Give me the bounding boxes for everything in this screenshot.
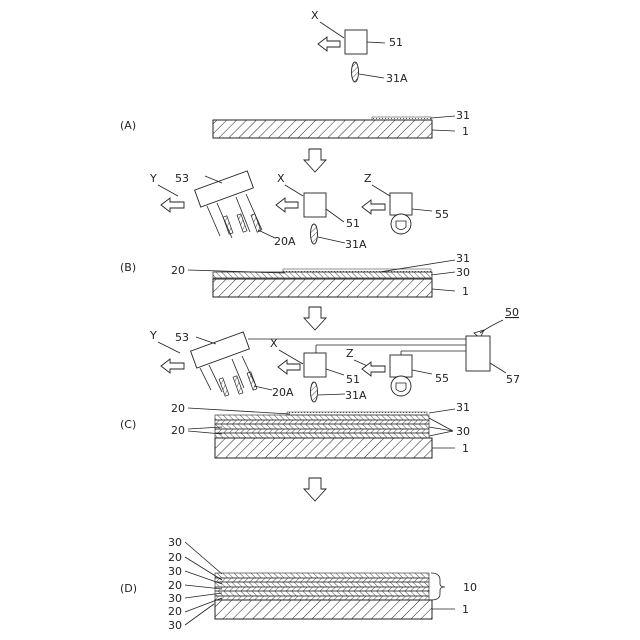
label-53-b: 53	[175, 172, 189, 185]
label-20a-c: 20A	[272, 386, 294, 399]
fiber-20a-c1	[219, 378, 229, 396]
label-1-d: 1	[462, 603, 469, 616]
label-51-c: 51	[346, 373, 360, 386]
substrate-1-b	[213, 279, 432, 297]
fiber-20a-b1	[223, 216, 233, 234]
label-20-d3: 20	[168, 605, 182, 618]
fiber-20a-b2	[237, 214, 247, 232]
label-20-b: 20	[171, 264, 185, 277]
arrow-down-icon	[304, 478, 326, 501]
arrow-left-icon	[161, 359, 184, 373]
bracket-10	[431, 573, 445, 600]
fiber-20a-b3	[251, 214, 261, 232]
label-51-a: 51	[389, 36, 403, 49]
droplet-31a-icon	[311, 224, 318, 244]
label-20-c: 20	[171, 424, 185, 437]
arrow-down-icon	[304, 149, 326, 172]
arrow-left-icon	[161, 198, 184, 212]
panel-label-d: (D)	[120, 582, 137, 595]
unit-51-box-c	[304, 353, 326, 377]
layer-30-d1	[215, 573, 429, 578]
droplet-31a-icon	[352, 62, 359, 82]
label-53-c: 53	[175, 331, 189, 344]
label-z-c: Z	[346, 347, 354, 360]
label-30-b: 30	[456, 266, 470, 279]
label-x-b: X	[277, 172, 285, 185]
label-1-c: 1	[462, 442, 469, 455]
label-31a-b: 31A	[345, 238, 367, 251]
layer-30-d2	[215, 582, 429, 587]
label-x-a: X	[311, 9, 319, 22]
label-50: 50	[505, 306, 519, 319]
label-20-d2: 20	[168, 579, 182, 592]
label-1-a: 1	[462, 125, 469, 138]
substrate-1-a	[213, 120, 432, 138]
arrow-left-icon	[362, 200, 385, 214]
panel-label-b: (B)	[120, 261, 136, 274]
label-z-b: Z	[364, 172, 372, 185]
substrate-1-d	[215, 600, 432, 619]
arrow-left-icon	[278, 360, 300, 374]
lamp-55-body-c	[390, 355, 412, 377]
fiber-20a-c3	[247, 372, 257, 390]
label-30-d4: 30	[168, 619, 182, 632]
label-20-c-top: 20	[171, 402, 185, 415]
label-55-c: 55	[435, 372, 449, 385]
label-30-d2: 30	[168, 565, 182, 578]
unit-51-box-b	[304, 193, 326, 217]
panel-label-c: (C)	[120, 418, 136, 431]
arrow-left-icon	[362, 362, 385, 376]
label-y-b: Y	[149, 172, 157, 185]
film-31-c	[287, 412, 427, 415]
substrate-1-c	[215, 438, 432, 458]
layer-20-c2	[215, 429, 429, 433]
label-1-b: 1	[462, 285, 469, 298]
head-53-c	[191, 332, 250, 368]
layer-30-b	[213, 272, 432, 278]
layer-30-c1	[215, 415, 429, 420]
label-30-c: 30	[456, 425, 470, 438]
panel-label-a: (A)	[120, 119, 136, 132]
label-51-b: 51	[346, 217, 360, 230]
layer-20-d1	[215, 578, 429, 582]
panel-c: 50 57 Y 53 20A X 51 31A	[120, 306, 520, 458]
layer-30-c3	[215, 433, 429, 438]
lamp-55-body-b	[390, 193, 412, 215]
unit-51-box	[345, 30, 367, 54]
label-31-b: 31	[456, 252, 470, 265]
lamp-55-bulb-icon	[391, 214, 411, 234]
lamp-55-bulb-icon	[391, 376, 411, 396]
arrow-left-icon	[318, 37, 340, 51]
panel-a: X 51 31A (A) 31 1	[120, 9, 470, 138]
label-20a-b: 20A	[274, 235, 296, 248]
label-55-b: 55	[435, 208, 449, 221]
panel-d: (D) 30 20 30 20 30 20 30 10 1	[120, 536, 477, 632]
droplet-31a-icon	[311, 382, 318, 402]
controller-57-box	[466, 336, 490, 371]
layer-20-d3	[215, 596, 429, 600]
label-x-c: X	[270, 337, 278, 350]
arrow-down-icon	[304, 307, 326, 330]
panel-b: Y 53 20A X 51 31A Z 55 (B)	[120, 171, 470, 298]
label-31a-a: 31A	[386, 72, 408, 85]
label-30-d1: 30	[168, 536, 182, 549]
label-20-d1: 20	[168, 551, 182, 564]
layer-20-d2	[215, 587, 429, 591]
layer-30-c2	[215, 424, 429, 429]
layer-30-d3	[215, 591, 429, 596]
head-53-b	[195, 171, 254, 207]
label-57: 57	[506, 373, 520, 386]
fiber-20a-c2	[233, 376, 243, 394]
film-31-b	[283, 269, 431, 272]
arrow-left-icon	[276, 198, 298, 212]
label-31-a: 31	[456, 109, 470, 122]
layer-20-c1	[215, 420, 429, 424]
label-30-d3: 30	[168, 592, 182, 605]
label-31a-c: 31A	[345, 389, 367, 402]
label-y-c: Y	[149, 329, 157, 342]
label-10: 10	[463, 581, 477, 594]
label-31-c: 31	[456, 401, 470, 414]
